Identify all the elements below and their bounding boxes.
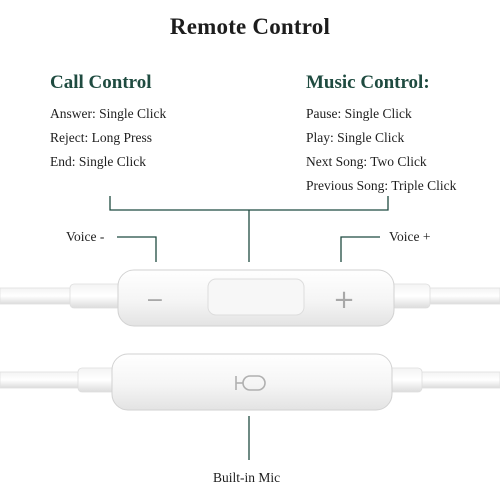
call-control-item: Answer: Single Click	[50, 106, 167, 121]
volume-down-button[interactable]: −	[146, 288, 164, 313]
voice-plus-label: Voice +	[389, 229, 431, 244]
remote-control-body[interactable]	[117, 269, 395, 327]
built-in-mic-label: Built-in Mic	[213, 470, 281, 485]
voice-minus-pointer	[117, 236, 157, 262]
page-title: Remote Control	[169, 14, 331, 39]
call-control-item: Reject: Long Press	[50, 130, 152, 145]
music-control-section: Music Control: Pause: Single Click Play:…	[306, 70, 456, 198]
bracket-line	[109, 196, 389, 211]
music-control-item: Play: Single Click	[306, 130, 405, 145]
call-control-item: End: Single Click	[50, 154, 146, 169]
music-control-item: Pause: Single Click	[306, 106, 412, 121]
plus-symbol: +	[333, 285, 355, 315]
center-button	[207, 278, 305, 316]
voice-minus-label: Voice -	[66, 229, 105, 244]
music-control-item: Previous Song: Triple Click	[306, 178, 457, 193]
call-control-heading: Call Control	[50, 72, 152, 93]
call-control-section: Call Control Answer: Single Click Reject…	[50, 70, 166, 174]
microphone-body	[111, 353, 393, 411]
bracket-lines	[109, 196, 389, 460]
voice-plus-pointer	[340, 236, 380, 262]
minus-symbol: −	[146, 288, 164, 313]
volume-up-button[interactable]: +	[333, 285, 355, 315]
microphone-icon	[235, 375, 266, 391]
music-control-item: Next Song: Two Click	[306, 154, 427, 169]
music-control-heading: Music Control:	[306, 72, 430, 93]
